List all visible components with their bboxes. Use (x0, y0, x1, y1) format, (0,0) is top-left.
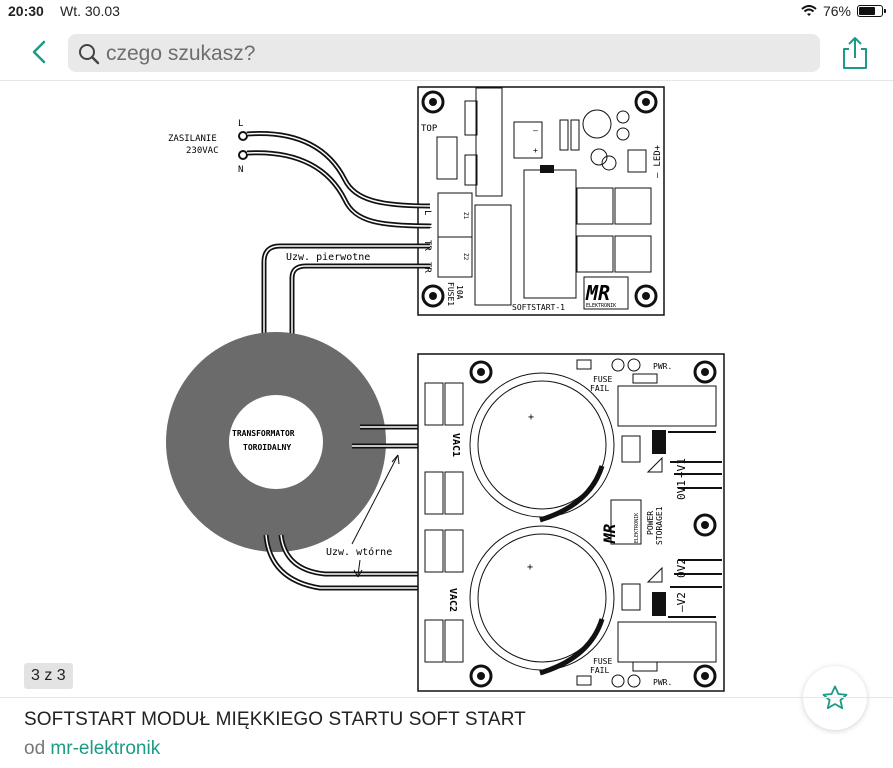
label-ov1: 0V1 (675, 480, 688, 500)
battery-percent: 76% (822, 3, 851, 19)
wifi-icon (801, 5, 817, 16)
label-fuse1: FUSE1 (446, 282, 455, 306)
label-uzw-wtorne: Uzw. wtórne (326, 546, 392, 558)
back-chevron-icon[interactable] (26, 38, 54, 66)
label-pwr-bottom: PWR. (653, 678, 672, 687)
status-date: Wt. 30.03 (60, 3, 120, 19)
label-led-minus: – (653, 172, 663, 178)
star-icon (822, 685, 848, 710)
divider (0, 697, 893, 698)
label-pwr-top: PWR. (653, 362, 672, 371)
label-z1: Z1 (462, 212, 469, 220)
schematic-diagram: TOP – + – LED+ L N (166, 86, 725, 692)
label-power: POWER (646, 511, 655, 535)
search-input[interactable] (104, 34, 808, 74)
svg-text:–LED+: – LED+ (653, 144, 663, 178)
image-counter: 3 z 3 (24, 663, 73, 689)
cap2-plus: + (527, 562, 533, 573)
label-L: L (238, 119, 243, 129)
elektronik-bottom: ELEKTRONIK (634, 513, 640, 543)
status-time: 20:30 (8, 3, 44, 19)
share-icon[interactable] (840, 36, 870, 70)
label-fail-bottom: FAIL (590, 666, 609, 675)
label-uzw-pierwotne: Uzw. pierwotne (286, 252, 370, 263)
toroidal-transformer: TRANSFORMATOR TOROIDALNY (166, 332, 386, 552)
navigation-bar (0, 24, 893, 81)
search-bar[interactable] (68, 34, 820, 74)
seller-prefix: od (24, 738, 46, 759)
search-icon (79, 44, 100, 65)
label-fail-top: FAIL (590, 384, 609, 393)
label-vac2: VAC2 (447, 588, 458, 612)
product-title: SOFTSTART MODUŁ MIĘKKIEGO STARTU SOFT ST… (24, 709, 526, 730)
label-toroidalny: TOROIDALNY (243, 443, 291, 452)
softstart-board: TOP –+ –LED+ L N (417, 86, 665, 316)
label-fuse-bottom: FUSE (593, 657, 612, 666)
label-230vac: 230VAC (186, 146, 219, 156)
battery-icon (857, 5, 886, 17)
elektronik-top: ELEKTRONIK (586, 303, 616, 309)
seller-link[interactable]: mr-elektronik (50, 738, 161, 759)
cap1-plus: + (528, 412, 534, 423)
label-transformator: TRANSFORMATOR (232, 429, 295, 438)
label-softstart: SOFTSTART-1 (512, 303, 565, 312)
mr-logo-top: MR (585, 281, 610, 305)
status-right: 76% (801, 3, 886, 19)
label-zasilanie: ZASILANIE (168, 134, 217, 144)
svg-text:–: – (533, 126, 538, 135)
label-top: TOP (421, 124, 438, 134)
product-image[interactable]: TOP – + – LED+ L N (0, 81, 893, 696)
mr-logo-bottom: MR (600, 523, 619, 544)
mains-input: ZASILANIE 230VAC L N (168, 119, 431, 229)
label-storage: STORAGE1 (655, 506, 664, 545)
status-bar: 20:30 Wt. 30.03 76% (0, 0, 893, 24)
label-z2: Z2 (462, 253, 469, 261)
seller-line: od mr-elektronik (24, 738, 160, 760)
label-led: LED+ (653, 144, 663, 166)
terminal-L: L (422, 210, 432, 215)
svg-text:+: + (533, 146, 538, 155)
label-fuse-top: FUSE (593, 375, 612, 384)
favorite-button[interactable] (803, 666, 867, 730)
label-ov2: 0V2 (675, 558, 688, 578)
primary-wires: Uzw. pierwotne (261, 243, 430, 335)
label-fuse-rating: 10A (455, 285, 464, 300)
power-storage-board: + + VAC1 VAC2 PWR. FUSE FAIL +V1 0V1 MR … (417, 353, 725, 692)
label-v2: –V2 (675, 592, 688, 612)
label-vac1: VAC1 (450, 433, 461, 457)
label-N: N (238, 165, 243, 175)
